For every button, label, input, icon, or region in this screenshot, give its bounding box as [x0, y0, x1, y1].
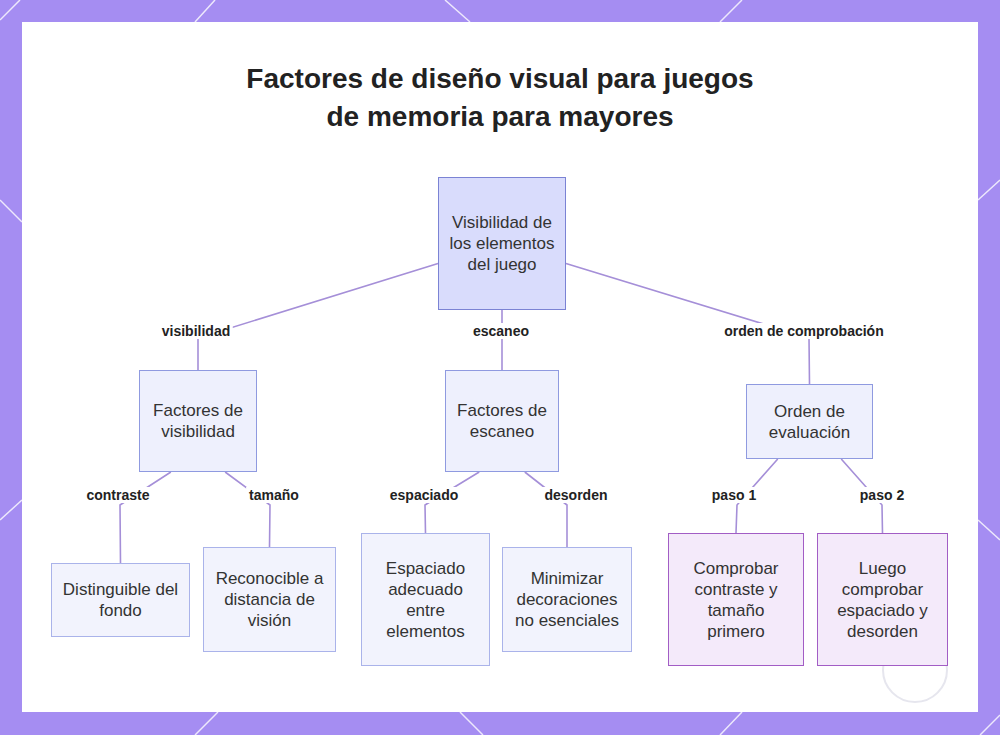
edge-label: orden de comprobación — [721, 323, 886, 339]
node-label: Luego comprobar espaciado y desorden — [826, 558, 939, 642]
edge-label: espaciado — [387, 487, 461, 503]
root-box: Visibilidad de los elementos del juego — [438, 177, 566, 310]
edge-label: escaneo — [470, 323, 532, 339]
connector-line — [120, 472, 171, 563]
connector-line — [525, 472, 567, 547]
node-label: Distinguible del fondo — [60, 579, 181, 621]
factor-box: Reconocible a distancia de visión — [203, 547, 336, 652]
category-box: Factores de escaneo — [445, 370, 559, 472]
step-box: Comprobar contraste y tamaño primero — [668, 533, 804, 666]
node-label: Reconocible a distancia de visión — [212, 568, 327, 631]
node-label: Minimizar decoraciones no esenciales — [511, 568, 623, 631]
node-label: Factores de visibilidad — [148, 400, 248, 442]
edge-label: paso 2 — [857, 487, 907, 503]
edge-label: tamaño — [246, 487, 302, 503]
content-panel — [22, 22, 978, 712]
node-label: Factores de escaneo — [454, 400, 550, 442]
category-box: Factores de visibilidad — [139, 370, 257, 472]
connector-line — [198, 263, 438, 370]
node-label: Espaciado adecuado entre elementos — [370, 558, 481, 642]
category-box: Orden de evaluación — [746, 384, 873, 459]
connector-line — [225, 472, 270, 547]
edge-label: contraste — [83, 487, 152, 503]
node-label: Comprobar contraste y tamaño primero — [677, 558, 795, 642]
edge-label: visibilidad — [159, 323, 233, 339]
edge-label: paso 1 — [709, 487, 759, 503]
step-box: Luego comprobar espaciado y desorden — [817, 533, 948, 666]
factor-box: Minimizar decoraciones no esenciales — [502, 547, 632, 652]
factor-box: Distinguible del fondo — [51, 563, 190, 637]
connector-line — [501, 310, 503, 370]
factor-box: Espaciado adecuado entre elementos — [361, 533, 490, 666]
diagram-title: Factores de diseño visual para juegos de… — [230, 60, 770, 136]
edge-label: desorden — [541, 487, 610, 503]
node-label: Orden de evaluación — [755, 401, 864, 443]
node-label: Visibilidad de los elementos del juego — [447, 212, 557, 275]
